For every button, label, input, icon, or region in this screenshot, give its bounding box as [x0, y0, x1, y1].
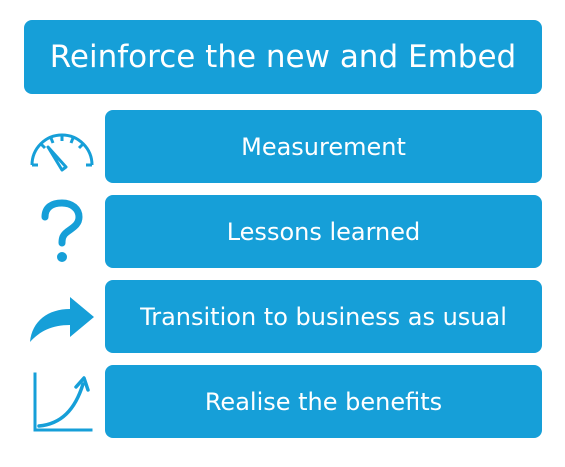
question-mark-icon	[24, 195, 100, 268]
growth-chart-icon	[24, 365, 100, 438]
speedometer-icon	[24, 110, 100, 183]
step-box-measurement: Measurement	[105, 110, 542, 183]
step-box-lessons-learned: Lessons learned	[105, 195, 542, 268]
step-label: Transition to business as usual	[140, 302, 507, 331]
step-label: Realise the benefits	[204, 387, 443, 416]
title-text: Reinforce the new and Embed	[49, 39, 517, 75]
title-box: Reinforce the new and Embed	[24, 20, 542, 94]
curved-arrow-right-icon	[24, 280, 100, 353]
step-label: Lessons learned	[226, 217, 421, 246]
step-box-transition: Transition to business as usual	[105, 280, 542, 353]
step-box-realise-benefits: Realise the benefits	[105, 365, 542, 438]
step-label: Measurement	[241, 132, 406, 161]
